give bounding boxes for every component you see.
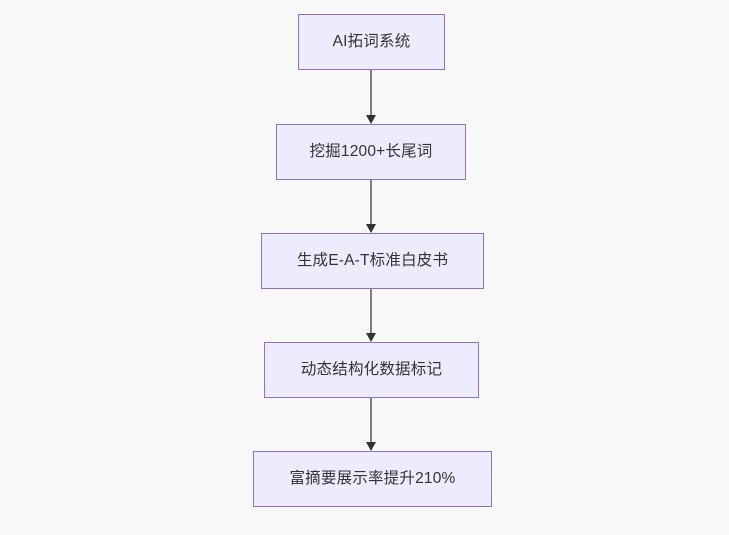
flow-node-label: 动态结构化数据标记 [300, 360, 443, 378]
edge-line [369, 180, 373, 225]
edge-line [369, 398, 373, 443]
arrowhead-down-icon [365, 224, 376, 233]
arrowhead-down-icon [365, 115, 376, 124]
flow-node[interactable]: 富摘要展示率提升210% [253, 451, 492, 507]
arrowhead-down-icon [365, 442, 376, 451]
edge-line [369, 289, 373, 334]
edge-line [369, 70, 373, 116]
flow-node[interactable]: AI拓词系统 [298, 14, 445, 70]
flow-node[interactable]: 生成E-A-T标准白皮书 [261, 233, 484, 289]
flow-node[interactable]: 动态结构化数据标记 [264, 342, 479, 398]
arrowhead-down-icon [365, 333, 376, 342]
flow-node-label: AI拓词系统 [332, 32, 411, 50]
flow-node[interactable]: 挖掘1200+长尾词 [276, 124, 466, 180]
flow-node-label: 挖掘1200+长尾词 [309, 142, 433, 160]
flow-node-label: 生成E-A-T标准白皮书 [296, 251, 449, 269]
flow-node-label: 富摘要展示率提升210% [289, 469, 456, 487]
